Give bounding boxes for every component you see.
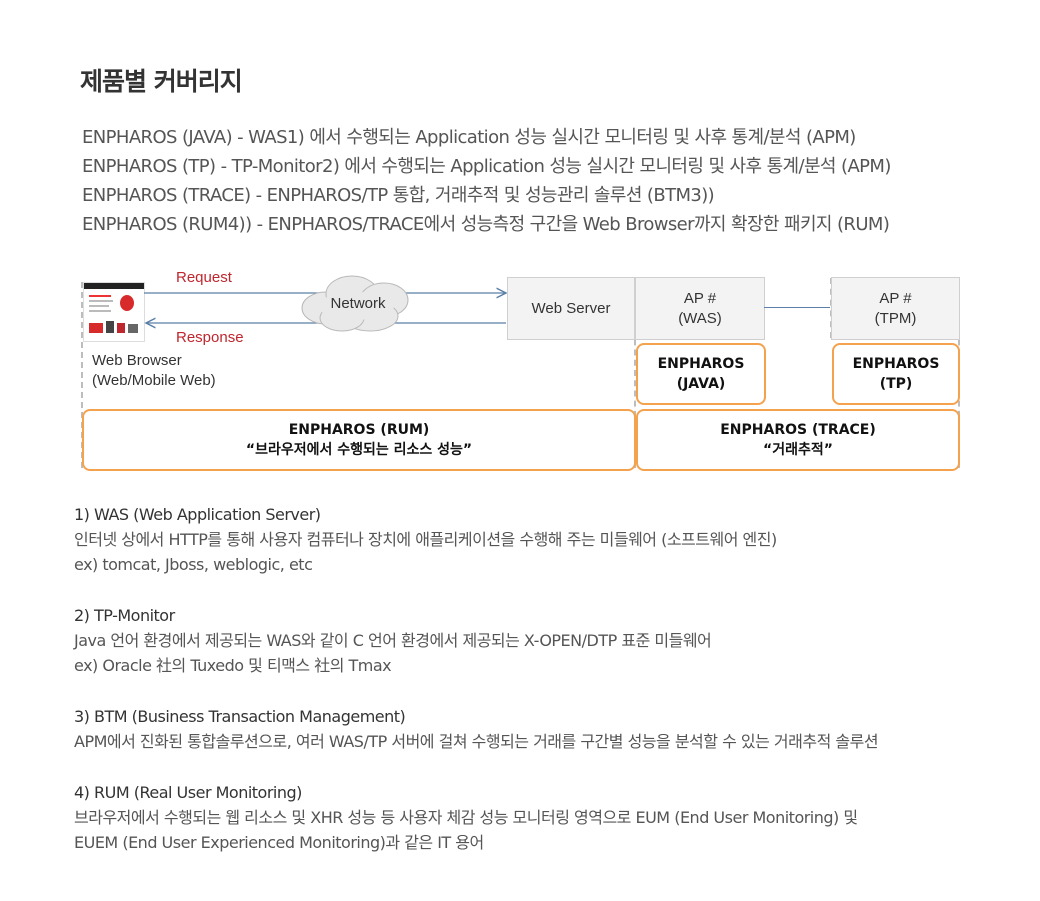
ap-was-line1: AP # <box>683 289 717 307</box>
definition-heading: 2) TP-Monitor <box>74 606 175 625</box>
network-cloud-icon <box>301 275 409 332</box>
ap-tpm-box: AP # (TPM) <box>831 277 960 340</box>
was-tpm-connector <box>764 307 830 308</box>
page-title: 제품별 커버리지 <box>80 67 243 96</box>
definition-was: 1) WAS (Web Application Server) 인터넷 상에서 … <box>74 502 878 577</box>
enpharos-rum-box: ENPHAROS (RUM) “브라우저에서 수행되는 리소스 성능” <box>82 409 636 471</box>
enpharos-trace-box: ENPHAROS (TRACE) “거래추적” <box>636 409 960 471</box>
definition-tp-monitor: 2) TP-Monitor Java 언어 환경에서 제공되는 WAS와 같이 … <box>74 603 878 678</box>
definition-text: 인터넷 상에서 HTTP를 통해 사용자 컴퓨터나 장치에 애플리케이션을 수행… <box>74 530 777 549</box>
divider-dashed <box>81 282 83 468</box>
definition-text: ex) Oracle 社의 Tuxedo 및 티맥스 社의 Tmax <box>74 656 392 675</box>
network-label: Network <box>330 295 386 312</box>
rum-line2: “브라우저에서 수행되는 리소스 성능” <box>245 442 473 458</box>
web-server-label: Web Server <box>531 300 611 317</box>
enpharos-tp-box: ENPHAROS (TP) <box>832 343 960 405</box>
ap-tpm-line1: AP # <box>879 289 912 307</box>
trace-line2: “거래추적” <box>763 442 833 458</box>
definition-text: APM에서 진화된 통합솔루션으로, 여러 WAS/TP 서버에 걸쳐 수행되는… <box>74 732 879 751</box>
rum-line1: ENPHAROS (RUM) <box>288 422 430 438</box>
definition-rum: 4) RUM (Real User Monitoring) 브라우저에서 수행되… <box>74 780 878 855</box>
definition-text: ex) tomcat, Jboss, weblogic, etc <box>74 555 313 574</box>
definition-heading: 1) WAS (Web Application Server) <box>74 505 321 524</box>
web-browser-label: Web Browser (Web/Mobile Web) <box>92 351 216 391</box>
intro-line: ENPHAROS (TRACE) - ENPHAROS/TP 통합, 거래추적 … <box>82 185 715 206</box>
response-label: Response <box>176 329 244 346</box>
web-browser-line2: (Web/Mobile Web) <box>92 372 216 389</box>
ap-was-box: AP # (WAS) <box>635 277 765 340</box>
enpharos-java-box: ENPHAROS (JAVA) <box>636 343 766 405</box>
architecture-diagram: Network Request Response Web Server AP #… <box>81 269 960 471</box>
definition-text: EUEM (End User Experienced Monitoring)과 … <box>74 833 484 852</box>
definition-text: 브라우저에서 수행되는 웹 리소스 및 XHR 성능 등 사용자 체감 성능 모… <box>74 808 858 827</box>
definition-heading: 3) BTM (Business Transaction Management) <box>74 707 406 726</box>
ap-tpm-line2: (TPM) <box>874 309 917 327</box>
java-line2: (JAVA) <box>676 376 726 392</box>
trace-line1: ENPHAROS (TRACE) <box>720 422 876 438</box>
intro-line: ENPHAROS (RUM4)) - ENPHAROS/TRACE에서 성능측정… <box>82 214 890 235</box>
web-server-box: Web Server <box>507 277 635 340</box>
ap-was-line2: (WAS) <box>678 309 722 327</box>
definition-btm: 3) BTM (Business Transaction Management)… <box>74 704 879 754</box>
definition-text: Java 언어 환경에서 제공되는 WAS와 같이 C 언어 환경에서 제공되는… <box>74 631 712 650</box>
intro-list: ENPHAROS (JAVA) - WAS1) 에서 수행되는 Applicat… <box>82 123 891 239</box>
intro-line: ENPHAROS (JAVA) - WAS1) 에서 수행되는 Applicat… <box>82 127 856 148</box>
tp-line1: ENPHAROS <box>852 356 940 372</box>
java-line1: ENPHAROS <box>657 356 745 372</box>
browser-screenshot-thumbnail <box>83 282 145 342</box>
request-label: Request <box>176 269 232 286</box>
definition-heading: 4) RUM (Real User Monitoring) <box>74 783 302 802</box>
intro-line: ENPHAROS (TP) - TP-Monitor2) 에서 수행되는 App… <box>82 156 891 177</box>
tp-line2: (TP) <box>879 376 913 392</box>
definitions-section: 1) WAS (Web Application Server) 인터넷 상에서 … <box>74 502 879 881</box>
web-browser-line1: Web Browser <box>92 352 182 369</box>
divider-dashed <box>634 278 636 468</box>
